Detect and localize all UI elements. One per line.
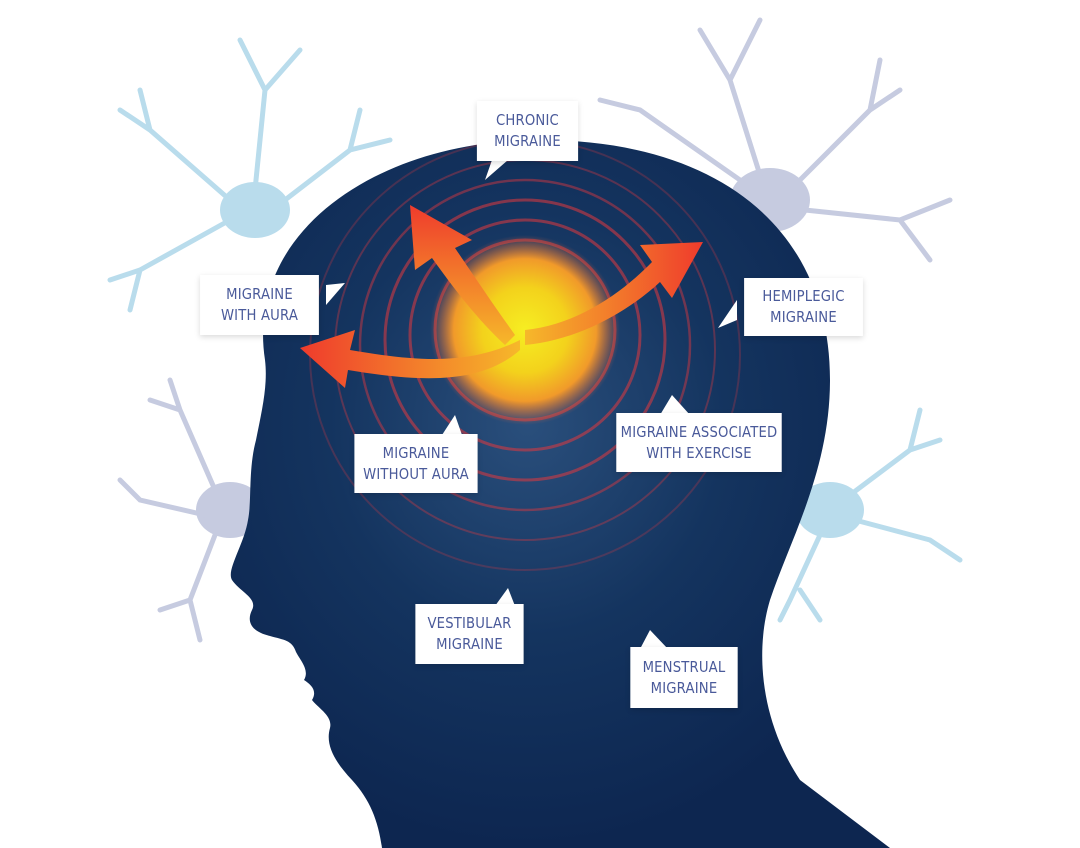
arrow-up — [410, 205, 515, 345]
label-line: HEMIPLEGIC — [762, 287, 845, 305]
label-menstrual-migraine: MENSTRUAL MIGRAINE — [630, 647, 738, 708]
label-line: MENSTRUAL — [642, 657, 726, 676]
label-migraine-with-aura: MIGRAINE WITH AURA — [200, 275, 319, 335]
label-hemiplegic-migraine: HEMIPLEGIC MIGRAINE — [744, 278, 863, 336]
arrow-left — [300, 330, 520, 388]
neuron-top-left — [107, 37, 393, 313]
neuron-left — [117, 377, 264, 643]
label-line: WITHOUT AURA — [363, 464, 469, 483]
label-line: WITH EXERCISE — [646, 443, 752, 462]
label-line: WITH AURA — [220, 306, 299, 324]
label-migraine-associated-with-exercise: MIGRAINE ASSOCIATED WITH EXERCISE — [616, 413, 782, 472]
label-line: CHRONIC — [496, 111, 559, 129]
label-migraine-without-aura: MIGRAINE WITHOUT AURA — [354, 434, 478, 493]
label-line: MIGRAINE ASSOCIATED — [620, 422, 778, 441]
label-line: MIGRAINE — [494, 132, 561, 150]
arrow-right — [525, 242, 703, 345]
label-line: MIGRAINE — [226, 285, 293, 303]
label-chronic-migraine: CHRONIC MIGRAINE — [476, 101, 579, 161]
label-vestibular-migraine: VESTIBULAR MIGRAINE — [415, 604, 524, 664]
label-tails — [326, 160, 737, 649]
label-line: MIGRAINE — [382, 443, 450, 462]
label-line: MIGRAINE — [436, 635, 503, 653]
neuron-right — [777, 407, 963, 623]
label-line: MIGRAINE — [650, 678, 718, 697]
label-line: VESTIBULAR — [427, 614, 512, 632]
label-line: MIGRAINE — [770, 308, 837, 326]
